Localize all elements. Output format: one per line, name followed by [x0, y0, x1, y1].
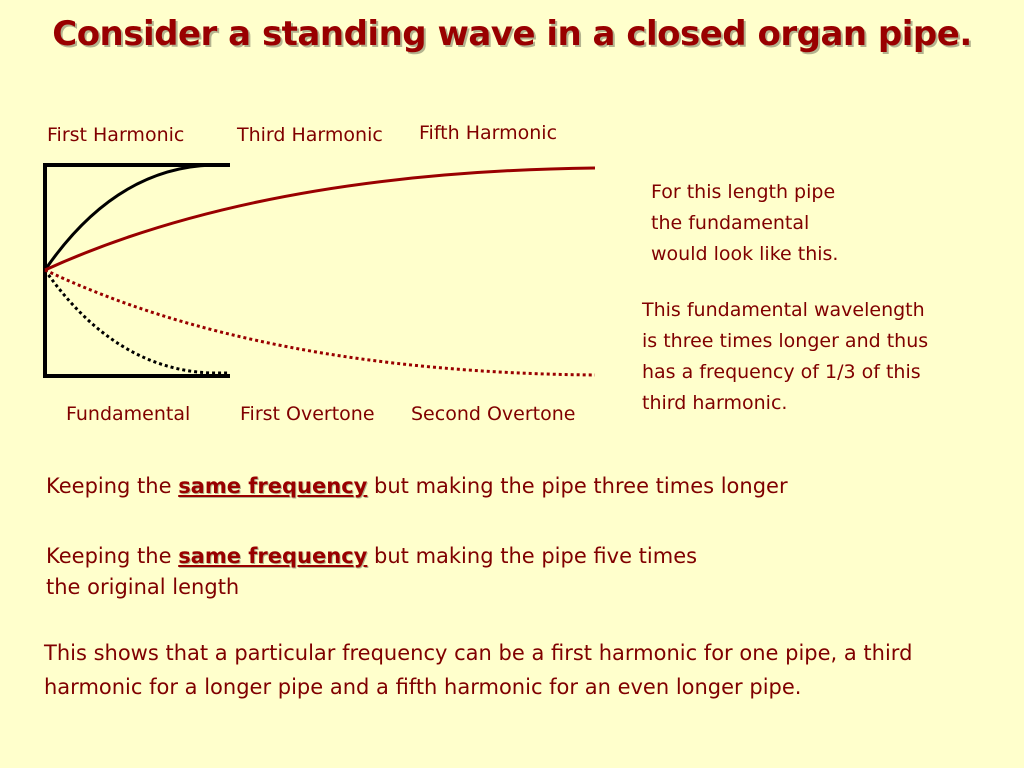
emphasis-same-frequency: same frequency	[178, 544, 368, 568]
wave-long-pipe-top	[44, 166, 596, 272]
statement-suffix: but making the pipe five times	[367, 544, 698, 568]
slide-title: Consider a standing wave in a closed org…	[52, 14, 972, 54]
label-fundamental: Fundamental	[66, 403, 191, 425]
note-fundamental-line: For this length pipe	[651, 181, 836, 203]
statement-five-times-length: Keeping the same frequency but making th…	[46, 541, 946, 603]
note-wavelength-line: This fundamental wavelength	[642, 299, 925, 321]
statement-prefix: Keeping the	[46, 544, 179, 568]
wave-first-harmonic-bottom	[43, 269, 230, 375]
note-fundamental-line: the fundamental	[651, 212, 810, 234]
note-wavelength-line: third harmonic.	[642, 392, 788, 414]
label-fifth-harmonic: Fifth Harmonic	[419, 122, 558, 144]
note-wavelength-line: is three times longer and thus	[642, 330, 929, 352]
conclusion-paragraph: This shows that a particular frequency c…	[44, 641, 913, 699]
wave-first-harmonic-top	[43, 163, 230, 271]
wave-long-pipe-bottom	[44, 268, 596, 377]
label-first-overtone: First Overtone	[240, 403, 375, 425]
closed-pipe-outline	[43, 163, 230, 378]
label-third-harmonic: Third Harmonic	[237, 124, 383, 146]
label-second-overtone: Second Overtone	[411, 403, 576, 425]
emphasis-same-frequency: same frequency	[178, 474, 368, 498]
note-fundamental: For this length pipe the fundamental wou…	[651, 177, 838, 270]
note-wavelength: This fundamental wavelength is three tim…	[642, 295, 928, 419]
note-fundamental-line: would look like this.	[651, 243, 839, 265]
statement-three-times-longer: Keeping the same frequency but making th…	[46, 471, 788, 502]
statement-suffix: but making the pipe three times longer	[367, 474, 788, 498]
statement-prefix: Keeping the	[46, 474, 179, 498]
note-wavelength-line: has a frequency of 1/3 of this	[642, 361, 921, 383]
statement-line2: the original length	[46, 575, 240, 599]
label-first-harmonic: First Harmonic	[47, 124, 185, 146]
